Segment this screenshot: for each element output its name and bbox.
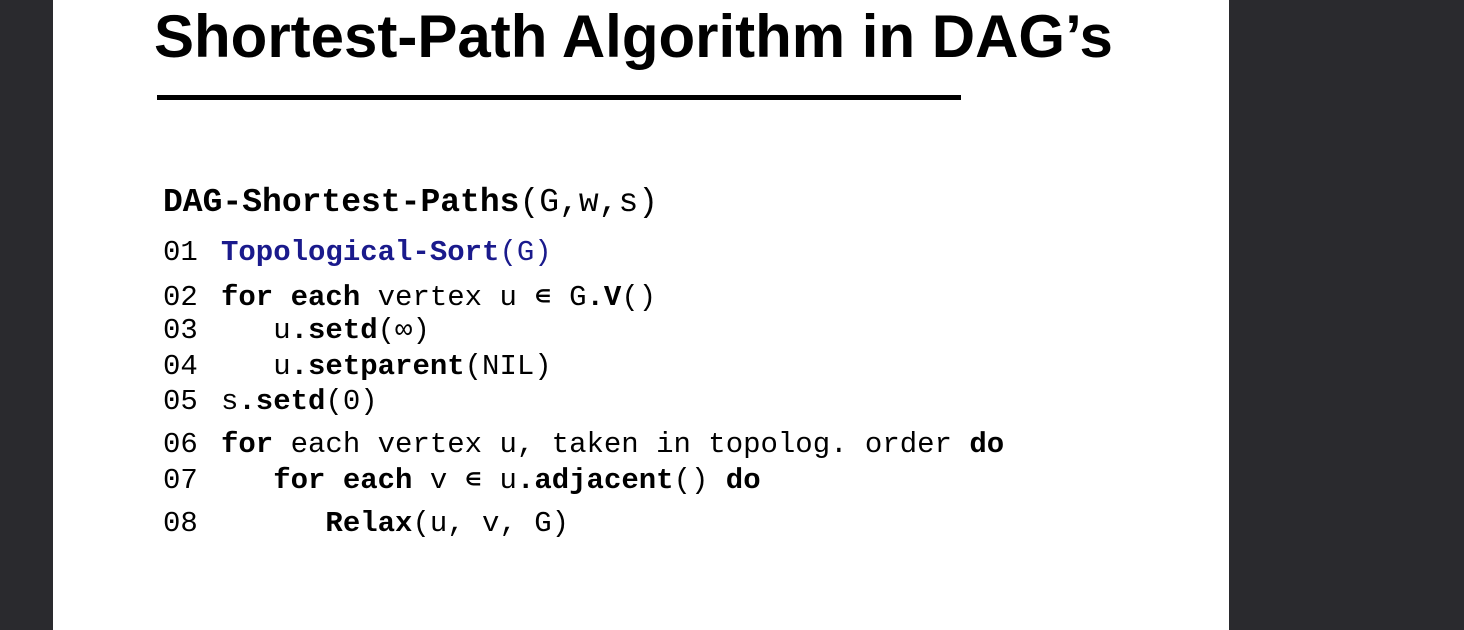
code-keyword: Topological-Sort <box>221 236 500 269</box>
line-number: 07 <box>163 464 198 497</box>
line-number: 02 <box>163 281 198 314</box>
code-keyword: for <box>221 428 274 461</box>
line-number: 08 <box>163 507 198 540</box>
code-keyword: .setparent <box>290 350 465 383</box>
line-indent <box>221 507 325 540</box>
line-indent <box>221 314 273 347</box>
code-keyword: .V <box>586 281 622 314</box>
code-text: (u, v, G) <box>412 507 570 540</box>
code-keyword: .setd <box>238 385 326 418</box>
code-text: (G) <box>499 236 552 269</box>
algorithm-params: (G,w,s) <box>519 184 659 221</box>
line-number: 04 <box>163 350 198 383</box>
code-keyword: for each <box>273 464 413 497</box>
code-text: s <box>221 385 239 418</box>
code-keyword: .setd <box>290 314 378 347</box>
code-text: () <box>621 281 657 314</box>
code-text: (0) <box>325 385 378 418</box>
code-keyword: Relax <box>325 507 413 540</box>
code-line: 04 u.setparent(NIL) <box>163 350 552 384</box>
code-line: 01 Topological-Sort(G) <box>163 236 552 270</box>
algorithm-signature: DAG-Shortest-Paths(G,w,s) <box>163 186 658 220</box>
title-underline <box>157 95 961 100</box>
line-indent <box>221 350 273 383</box>
code-line: 02 for each vertex u ∊ G.V() <box>163 281 656 315</box>
line-number: 03 <box>163 314 198 347</box>
code-line: 05 s.setd(0) <box>163 385 378 419</box>
code-text: each vertex u, taken in topolog. order <box>273 428 970 461</box>
code-keyword: .adjacent <box>516 464 674 497</box>
slide-page: Shortest-Path Algorithm in DAG’s DAG-Sho… <box>53 0 1229 630</box>
code-keyword: for each <box>221 281 361 314</box>
code-text: (NIL) <box>464 350 552 383</box>
code-text: u <box>273 314 291 347</box>
code-keyword: do <box>969 428 1005 461</box>
line-number: 06 <box>163 428 198 461</box>
code-text: vertex u ∊ G <box>360 281 587 314</box>
line-number: 01 <box>163 236 198 269</box>
line-number: 05 <box>163 385 198 418</box>
code-text: (∞) <box>377 314 430 347</box>
code-text: () <box>673 464 726 497</box>
algorithm-name: DAG-Shortest-Paths <box>163 184 520 221</box>
code-text: v ∊ u <box>412 464 517 497</box>
code-line: 03 u.setd(∞) <box>163 314 430 348</box>
code-line: 08 Relax(u, v, G) <box>163 507 569 541</box>
slide-title: Shortest-Path Algorithm in DAG’s <box>154 3 1113 70</box>
code-line: 07 for each v ∊ u.adjacent() do <box>163 464 761 498</box>
code-keyword: do <box>725 464 761 497</box>
line-indent <box>221 464 273 497</box>
code-line: 06 for each vertex u, taken in topolog. o… <box>163 428 1004 462</box>
code-text: u <box>273 350 291 383</box>
